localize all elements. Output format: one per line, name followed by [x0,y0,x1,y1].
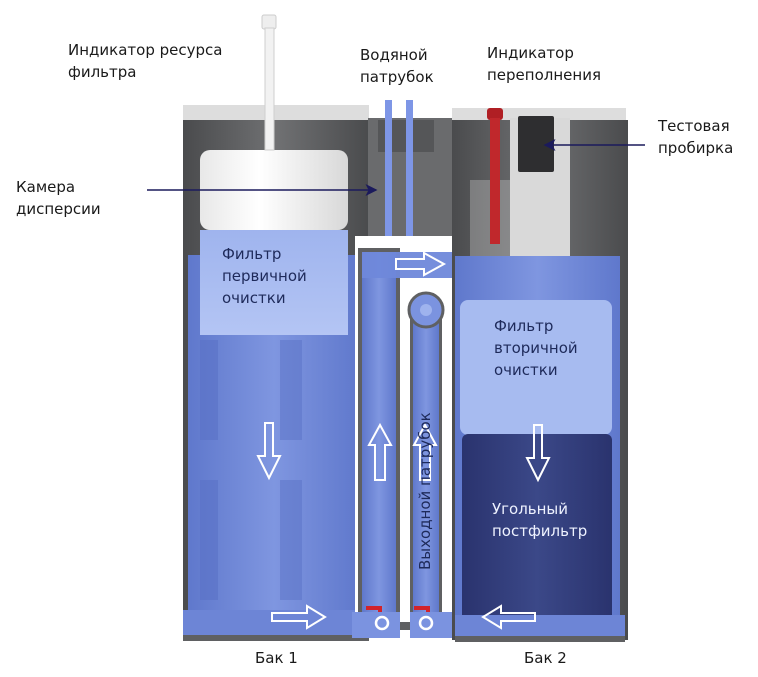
label-line: дисперсии [16,200,101,218]
tank-1-rib [280,340,302,440]
water-nozzle-tube [406,100,413,238]
filter-indicator-rod [264,27,275,151]
tank-2-base [455,615,625,637]
label-tank-1: Бак 1 [255,649,298,667]
label-water-nozzle: Водяной патрубок [360,44,434,88]
water-nozzle-tube [385,100,392,238]
flow-arrow-tank1-down [256,422,282,481]
flow-arrows [256,251,551,630]
label-line: пробирка [658,139,734,157]
riser-channel [362,252,396,624]
label-line: очистки [222,289,286,307]
valve-red-left [366,606,382,612]
label-test-tube: Тестовая пробирка [658,115,733,159]
tank-1-lid [183,105,369,123]
flow-arrow-tank2-down [525,424,551,483]
flow-arrow-top-channel-right [395,251,447,277]
tank-1-rib [280,480,302,600]
outlet-tube [413,310,439,624]
label-dispersion-chamber: Камера дисперсии [16,176,101,220]
label-filter-indicator: Индикатор ресурса фильтра [68,39,222,83]
outlet-top-hole [420,304,432,316]
label-line: фильтра [68,63,137,81]
valve-housing-right [410,612,458,638]
tank-1-base-rim [183,635,369,641]
valve-ring-left [374,615,390,631]
valve-red-right [414,606,430,612]
label-line: Индикатор [487,44,574,62]
label-overflow-indicator: Индикатор переполнения [487,42,601,86]
label-line: переполнения [487,66,601,84]
label-line: Тестовая [658,117,730,135]
label-carbon-postfilter: Угольный постфильтр [492,498,587,542]
label-line: очистки [494,361,558,379]
label-line: первичной [222,267,307,285]
center-section [352,100,612,638]
label-outlet-nozzle: Выходной патрубок [416,412,434,570]
flow-arrow-outlet-up [412,422,438,481]
label-line: вторичной [494,339,578,357]
label-line: Водяной [360,46,428,64]
tank-1 [183,14,369,641]
label-line: Угольный [492,500,569,518]
valve-connector [400,622,410,630]
label-line: патрубок [360,68,434,86]
primary-filter-body [200,230,348,335]
overflow-indicator-cap [487,108,503,120]
label-line: Фильтр [222,245,282,263]
label-line: Фильтр [494,317,554,335]
label-line: постфильтр [492,522,588,540]
test-tube [518,116,554,172]
flow-arrow-tank2-bottom-left [481,604,536,630]
filter-indicator-cap [261,14,277,30]
label-secondary-filter: Фильтр вторичной очистки [494,315,578,381]
flow-arrow-tank1-bottom-right [271,604,327,630]
tank-2 [452,108,628,642]
flow-arrow-riser-up [367,422,393,481]
secondary-filter-body [460,300,612,435]
tank-2-base-rim [455,636,625,642]
label-line: Индикатор ресурса [68,41,223,59]
carbon-postfilter-body [462,434,612,624]
tank-1-rib [200,340,218,440]
label-line: Камера [16,178,76,196]
valve-ring-right [418,615,434,631]
label-primary-filter: Фильтр первичной очистки [222,243,307,309]
tank-1-rib [200,480,218,600]
label-tank-2: Бак 2 [524,649,567,667]
overflow-indicator-rod [490,118,500,244]
